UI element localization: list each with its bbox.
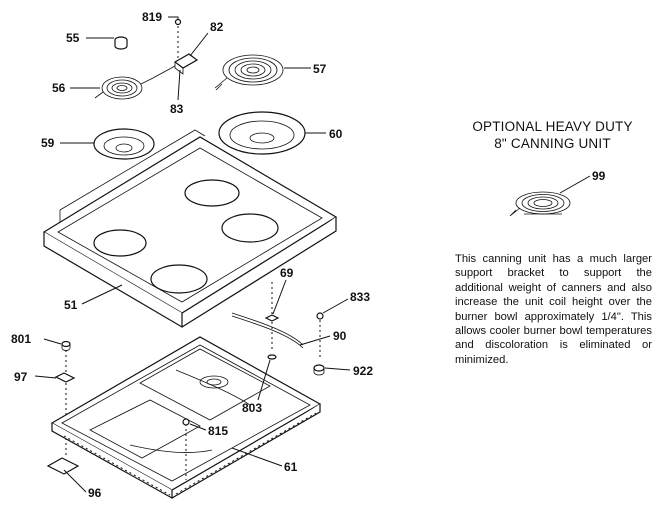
part-99-canning-unit xyxy=(509,191,571,217)
callout-83: 83 xyxy=(170,102,184,116)
part-55-cap xyxy=(114,36,128,50)
part-922-grommet xyxy=(313,364,325,376)
part-59-small-drip-bowl xyxy=(93,128,155,160)
callout-90: 90 xyxy=(333,329,347,343)
part-60-large-drip-bowl xyxy=(218,111,306,155)
callout-60: 60 xyxy=(329,127,343,141)
canning-unit-description: This canning unit has a much larger supp… xyxy=(455,253,652,366)
callout-922: 922 xyxy=(353,364,373,378)
callout-55: 55 xyxy=(66,31,80,45)
optional-unit-title-line2: 8" CANNING UNIT xyxy=(494,136,611,151)
callout-99: 99 xyxy=(592,169,606,183)
callout-97: 97 xyxy=(14,370,28,384)
part-51-cooktop xyxy=(42,129,338,329)
callout-labels: 819 82 55 56 83 57 59 60 51 69 833 90 80… xyxy=(11,10,606,500)
leader-lines xyxy=(34,16,591,493)
part-833-fastener xyxy=(316,312,324,360)
part-96-plate xyxy=(46,457,80,475)
callout-819: 819 xyxy=(142,10,162,24)
callout-57: 57 xyxy=(313,62,327,76)
callout-61: 61 xyxy=(284,460,298,474)
callout-56: 56 xyxy=(52,81,66,95)
callout-801: 801 xyxy=(11,332,31,346)
callout-59: 59 xyxy=(41,136,55,150)
part-57-large-coil xyxy=(214,54,284,91)
optional-unit-title-line1: OPTIONAL HEAVY DUTY xyxy=(472,119,633,134)
callout-82: 82 xyxy=(210,20,224,34)
part-801-nut xyxy=(61,340,71,351)
optional-unit-title: OPTIONAL HEAVY DUTY 8" CANNING UNIT xyxy=(445,118,660,152)
part-803-stud xyxy=(267,322,277,360)
callout-833: 833 xyxy=(350,290,370,304)
part-61-burner-box xyxy=(50,336,322,500)
part-819-screw xyxy=(174,18,182,60)
callout-803: 803 xyxy=(242,401,262,415)
part-82-receptacle xyxy=(152,53,199,79)
callout-96: 96 xyxy=(88,486,102,500)
callout-51: 51 xyxy=(64,298,78,312)
callout-69: 69 xyxy=(280,266,294,280)
part-90-rod xyxy=(231,312,304,349)
part-56-small-coil xyxy=(94,76,154,100)
part-69-clip xyxy=(264,282,280,322)
callout-815: 815 xyxy=(208,424,228,438)
